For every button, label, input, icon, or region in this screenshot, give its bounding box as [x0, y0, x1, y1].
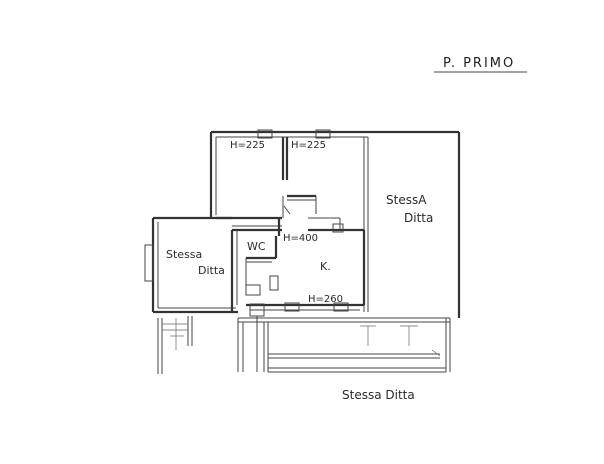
wc-label: WC [247, 240, 266, 253]
kitchen-height-label: H=260 [308, 294, 343, 305]
corridor: H=400 [232, 205, 364, 244]
stessa-ditta-right-2: Ditta [404, 211, 433, 225]
balcony [237, 317, 451, 373]
corridor-height-label: H=400 [283, 233, 318, 244]
wc-room: WC [230, 230, 279, 312]
plan-title: P. PRIMO [443, 56, 515, 71]
building-outline [209, 130, 461, 318]
window-room1 [257, 129, 273, 139]
kitchen-label: K. [320, 260, 331, 273]
left-staircase [157, 316, 193, 374]
window-kitchen-1 [284, 302, 300, 312]
kitchen: K. H=260 [246, 230, 366, 312]
stessa-ditta-right-1: StessA [386, 193, 427, 207]
window-room2 [315, 129, 331, 139]
room2-height-label: H=225 [291, 140, 326, 151]
stessa-ditta-bottom: Stessa Ditta [342, 388, 415, 402]
stessa-ditta-left-1: Stessa [166, 248, 202, 261]
room-1: H=225 [216, 129, 289, 220]
room-2: H=225 [287, 129, 331, 214]
entrance-door [249, 303, 265, 372]
stessa-ditta-left-2: Ditta [198, 264, 225, 277]
window-kitchen-2 [333, 302, 349, 312]
room1-height-label: H=225 [230, 140, 265, 151]
